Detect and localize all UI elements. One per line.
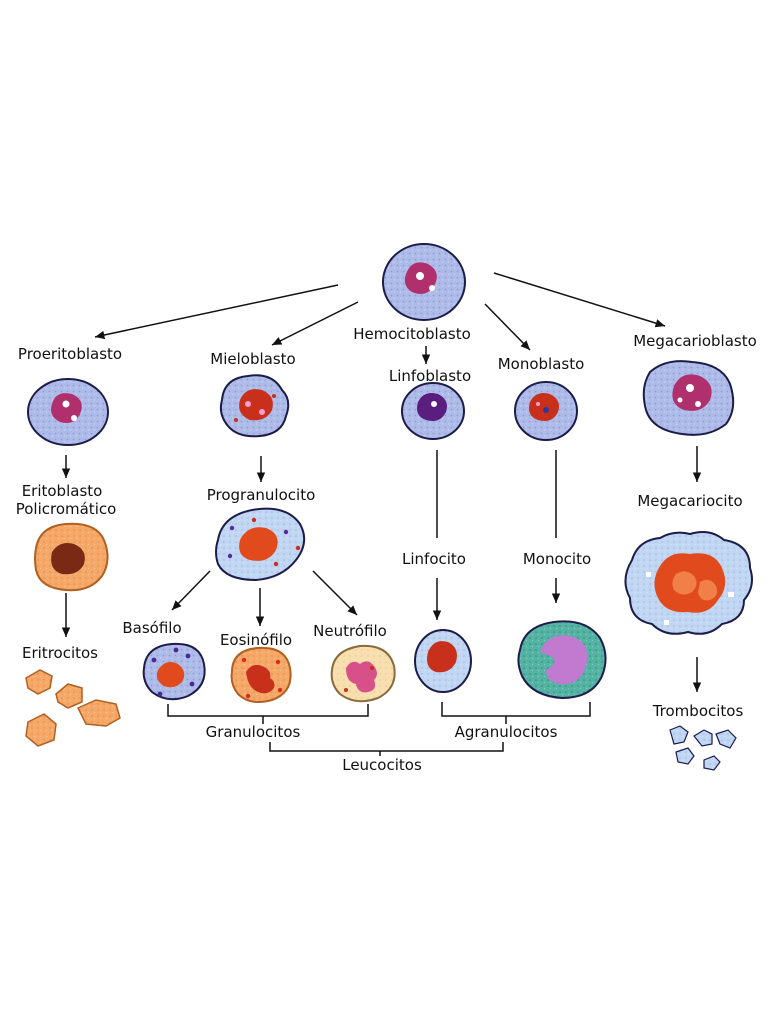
arrow-to-megacarioblasto <box>493 272 666 328</box>
neutrofilo-cell <box>330 644 396 703</box>
progranulocito-cell <box>215 507 306 582</box>
trombocitos-cells <box>669 725 737 771</box>
label-monocito: Monocito <box>522 550 592 568</box>
label-neutrofilo: Neutrófilo <box>313 622 387 640</box>
label-hemocitoblasto: Hemocitoblasto <box>353 325 471 343</box>
eosinofilo-cell <box>230 646 292 703</box>
monoblasto-cell <box>514 381 578 441</box>
agranulocitos-bracket <box>441 702 591 724</box>
arrows <box>61 272 702 692</box>
label-proeritoblasto: Proeritoblasto <box>17 345 123 363</box>
label-linfoblasto: Linfoblasto <box>388 367 472 385</box>
leucocitos-bracket <box>269 742 504 756</box>
eritrocitos-cells <box>25 669 121 747</box>
label-mieloblasto: Mieloblasto <box>210 350 296 368</box>
label-megacariocito: Megacariocito <box>637 492 743 510</box>
basofilo-cell <box>142 642 206 701</box>
arrow-to-neutrofilo <box>312 570 358 616</box>
granulocitos-bracket <box>167 704 369 724</box>
arrow-to-proeritoblasto <box>94 284 339 340</box>
label-linfocito: Linfocito <box>402 550 466 568</box>
linfocito-cell <box>414 629 472 693</box>
arrow-to-mieloblasto <box>271 301 359 346</box>
group-brackets <box>167 702 591 756</box>
label-megacarioblasto: Megacarioblasto <box>633 332 757 350</box>
megacarioblasto-cell <box>642 360 735 436</box>
mieloblasto-cell <box>219 374 290 438</box>
label-eritoblasto-line2: Policromático <box>15 500 117 518</box>
arrow-to-monoblasto <box>484 303 531 351</box>
label-eritrocitos: Eritrocitos <box>22 644 98 662</box>
label-leucocitos: Leucocitos <box>342 756 422 774</box>
label-monoblasto: Monoblasto <box>497 355 585 373</box>
label-trombocitos: Trombocitos <box>652 702 744 720</box>
proeritoblasto-cell <box>27 378 109 446</box>
linfoblasto-cell <box>401 382 465 440</box>
label-progranulocito: Progranulocito <box>206 486 316 504</box>
label-granulocitos: Granulocitos <box>205 723 301 741</box>
arrow-to-basofilo <box>171 570 211 611</box>
label-agranulocitos: Agranulocitos <box>454 723 558 741</box>
eritoblasto-policromatico-cell <box>34 522 109 592</box>
monocito-cell <box>517 620 607 700</box>
hemocitoblasto-cell <box>382 243 466 321</box>
label-basofilo: Basófilo <box>122 619 182 637</box>
label-eritoblasto-line1: Eritoblasto <box>21 482 103 500</box>
megacariocito-cell <box>624 531 753 635</box>
label-eosinofilo: Eosinófilo <box>219 631 293 649</box>
